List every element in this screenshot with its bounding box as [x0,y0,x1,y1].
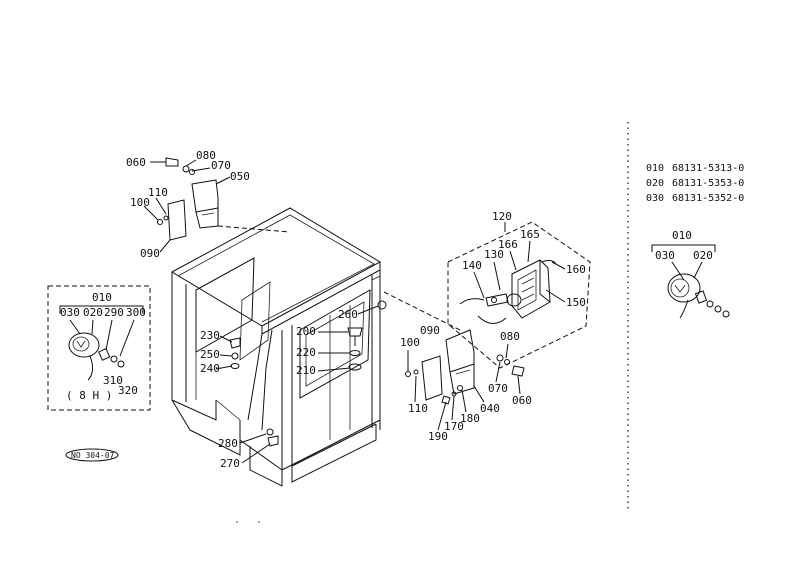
callout-200: 200 [296,325,316,338]
callout-020: 020 [693,249,713,262]
table-ref: 010 [646,163,664,174]
callout-320: 320 [118,384,138,397]
callout-070: 070 [211,159,231,172]
callout-100: 100 [130,196,150,209]
callout-030: 030 [655,249,675,262]
callout-070: 070 [488,382,508,395]
callout-090: 090 [140,247,160,260]
callout-270: 270 [220,457,240,470]
callout-170: 170 [444,420,464,433]
callout-260: 260 [338,308,358,321]
table-part-no: 68131-5352-0 [672,193,744,204]
callout-250: 250 [200,348,220,361]
callout-060: 060 [126,156,146,169]
variant-label: ( 8 H ) [66,389,112,402]
callout-110: 110 [408,402,428,415]
callout-140: 140 [462,259,482,272]
table-part-no: 68131-5313-0 [672,163,744,174]
callout-080: 080 [196,149,216,162]
callout-160: 160 [566,263,586,276]
lamp-detail-8h: 010 030 020 290 300 310 320 ( 8 H ) [47,285,151,411]
drawing-stamp: NO 304-07 [65,448,119,462]
lamp-assembly-right: 120 166 165 130 140 160 150 [447,210,591,369]
callout-010: 010 [92,291,112,304]
callout-280: 280 [218,437,238,450]
callout-110: 110 [148,186,168,199]
callout-080: 080 [500,330,520,343]
callout-040: 040 [480,402,500,415]
callout-290: 290 [104,306,124,319]
callout-310: 310 [103,374,123,387]
bracket-assembly-left: 060 080 070 050 110 100 090 [126,149,291,260]
bracket-assembly-right: 090 100 110 080 070 060 040 180 170 190 [400,324,532,443]
lamp-body [667,273,701,303]
callout-020: 020 [83,306,103,319]
callout-090: 090 [420,324,440,337]
lamp-body [68,332,100,358]
callout-190: 190 [428,430,448,443]
stamp-text: NO 304-07 [71,451,115,460]
callout-150: 150 [566,296,586,309]
table-ref: 030 [646,193,664,204]
callout-060: 060 [512,394,532,407]
table-part-no: 68131-5353-0 [672,178,744,189]
callout-240: 240 [200,362,220,375]
callout-300: 300 [126,306,146,319]
callout-030: 030 [60,306,80,319]
callout-210: 210 [296,364,316,377]
cab-hardware: 230 250 240 260 200 220 210 280 270 [200,291,461,470]
callout-050: 050 [230,170,250,183]
callout-165: 165 [520,228,540,241]
callout-130: 130 [484,248,504,261]
callout-166: 166 [498,238,518,251]
table-ref: 020 [646,178,664,189]
callout-180: 180 [460,412,480,425]
callout-100: 100 [400,336,420,349]
callout-220: 220 [296,346,316,359]
callout-230: 230 [200,329,220,342]
cab-body [170,207,382,487]
parts-table: 010 68131-5313-0 020 68131-5353-0 030 68… [646,163,744,204]
callout-010: 010 [672,229,692,242]
callout-120: 120 [492,210,512,223]
lamp-detail-right: 010 030 020 [651,229,730,319]
